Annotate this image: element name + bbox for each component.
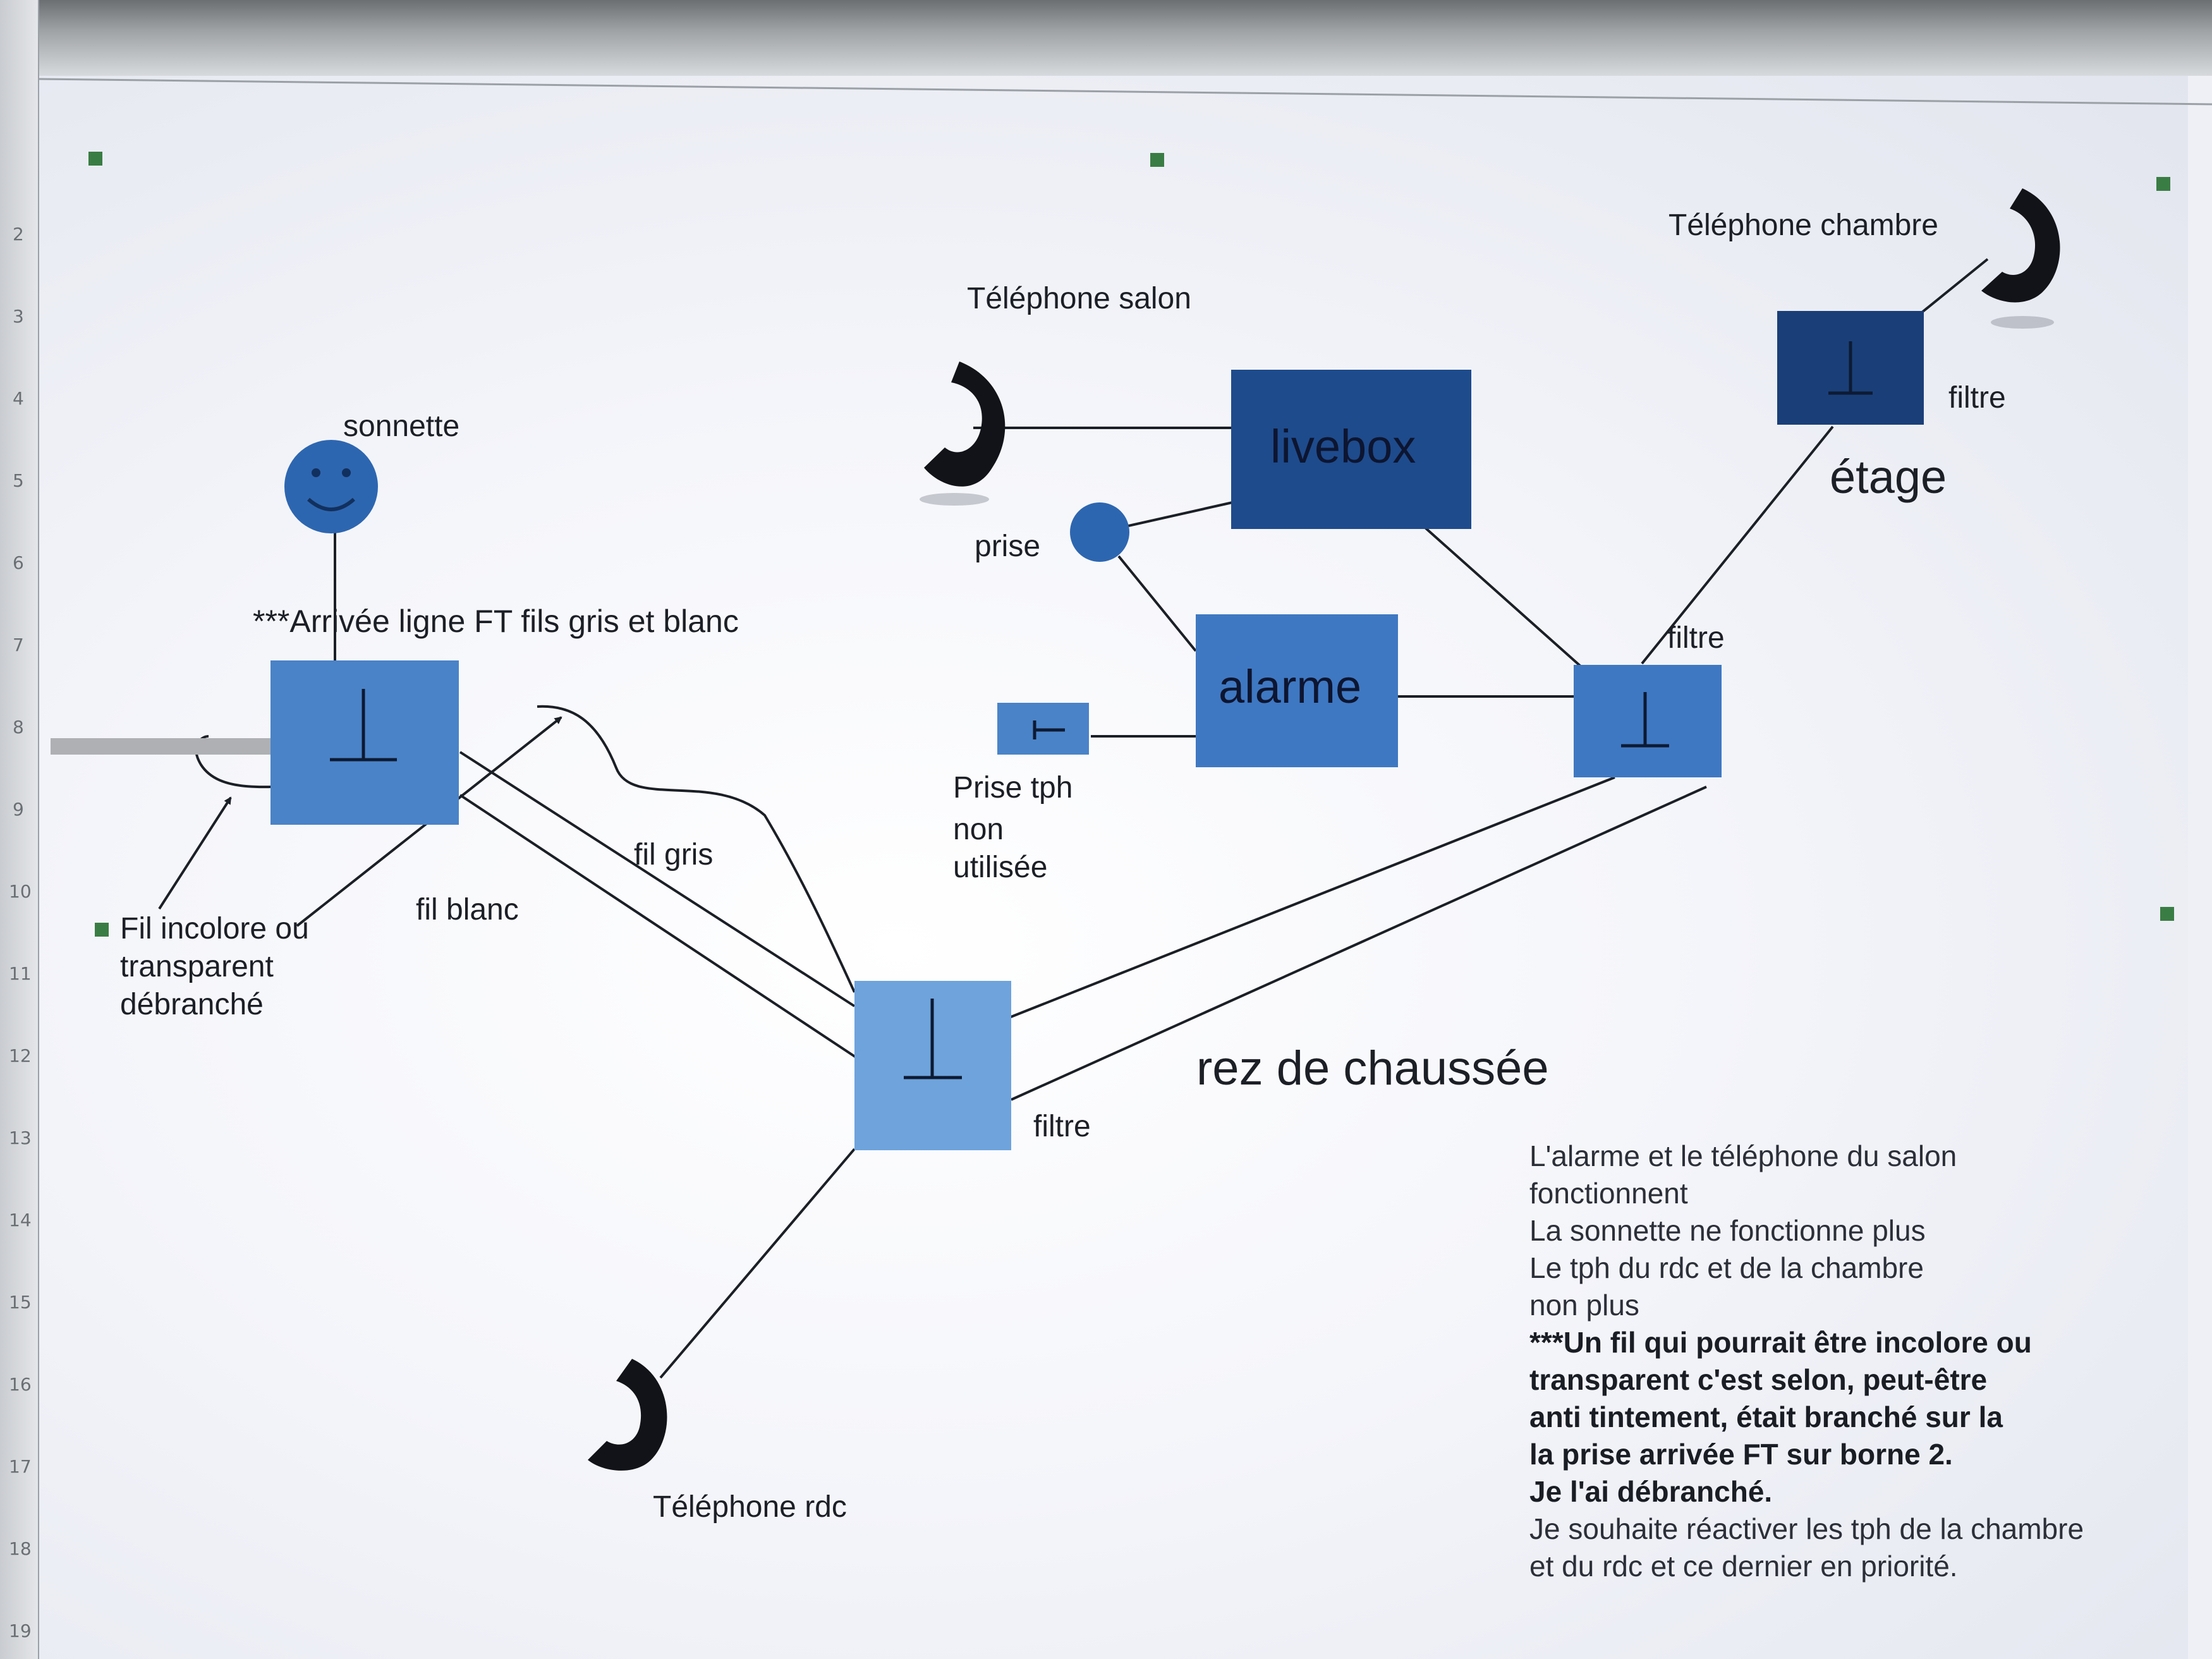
selection-handle[interactable] bbox=[95, 923, 109, 937]
ruler-tick: 9 bbox=[13, 799, 24, 820]
note-bold-line: Je l'ai débranché. bbox=[1529, 1475, 1773, 1508]
note-line: fonctionnent bbox=[1529, 1177, 1688, 1210]
line-rdc-filtre-2 bbox=[1011, 786, 1707, 1101]
livebox-box[interactable] bbox=[1231, 370, 1471, 529]
label-telephone-chambre: Téléphone chambre bbox=[1668, 209, 1938, 242]
filtre-symbol-arrivee bbox=[330, 689, 397, 762]
ruler-tick: 3 bbox=[13, 306, 24, 327]
arrow-fil-incolore bbox=[158, 796, 232, 910]
ruler-tick: 18 bbox=[9, 1538, 32, 1559]
line-rdc-filtre-1 bbox=[1006, 776, 1615, 1020]
disconnected-wire bbox=[51, 738, 279, 755]
label-fil-incolore: Fil incolore ou bbox=[120, 912, 309, 945]
label-arrivee-ligne: ***Arrivée ligne FT fils gris et blanc bbox=[253, 604, 739, 639]
label-debranche: débranché bbox=[120, 988, 264, 1021]
label-transparent: transparent bbox=[120, 950, 274, 983]
label-etage: étage bbox=[1830, 451, 1947, 503]
selection-handles[interactable] bbox=[88, 152, 2174, 937]
selection-handle[interactable] bbox=[2160, 907, 2174, 921]
note-line: non plus bbox=[1529, 1289, 1639, 1322]
ruler-tick: 19 bbox=[9, 1620, 32, 1641]
filtre-symbol-rdc bbox=[904, 999, 962, 1079]
line-fil-gris bbox=[459, 751, 856, 1007]
telephone-salon-icon bbox=[920, 362, 1006, 506]
prise-circle[interactable] bbox=[1070, 502, 1129, 562]
label-prise-tph-non: non bbox=[953, 813, 1004, 846]
ruler-tick: 15 bbox=[9, 1292, 32, 1313]
connection-lines bbox=[158, 258, 1989, 1379]
ruler-tick: 5 bbox=[13, 470, 24, 491]
label-prise: prise bbox=[975, 530, 1040, 563]
filtre-symbol-etage bbox=[1828, 341, 1873, 395]
line-filtre-etage bbox=[1641, 425, 1834, 665]
label-filtre-rdc: filtre bbox=[1033, 1110, 1091, 1143]
selection-handle[interactable] bbox=[1150, 153, 1164, 167]
label-alarme: alarme bbox=[1218, 660, 1361, 713]
label-fil-gris: fil gris bbox=[634, 838, 713, 872]
label-prise-tph-utilisee: utilisée bbox=[953, 851, 1047, 884]
telephone-rdc-icon bbox=[588, 1359, 667, 1471]
vertical-ruler bbox=[0, 0, 39, 1659]
label-sonnette: sonnette bbox=[343, 410, 459, 443]
ruler-tick: 17 bbox=[9, 1456, 32, 1477]
label-telephone-salon: Téléphone salon bbox=[967, 282, 1191, 315]
line-prise-alarme bbox=[1117, 555, 1197, 652]
line-etage-chambre bbox=[1920, 258, 1989, 314]
note-line: L'alarme et le téléphone du salon bbox=[1529, 1139, 1957, 1172]
line-fil-blanc bbox=[459, 794, 862, 1062]
label-telephone-rdc: Téléphone rdc bbox=[653, 1490, 847, 1524]
note-line: Je souhaite réactiver les tph de la cham… bbox=[1529, 1512, 2084, 1545]
telephone-chambre-icon bbox=[1981, 188, 2060, 329]
note-line: La sonnette ne fonctionne plus bbox=[1529, 1214, 1926, 1247]
ruler-tick: 8 bbox=[13, 717, 24, 738]
ruler-tick: 12 bbox=[9, 1045, 32, 1066]
note-line: Le tph du rdc et de la chambre bbox=[1529, 1251, 1924, 1284]
label-rez-de-chaussee: rez de chaussée bbox=[1196, 1042, 1549, 1095]
label-livebox: livebox bbox=[1270, 420, 1416, 473]
ruler-tick: 16 bbox=[9, 1374, 32, 1395]
ruler-tick: 4 bbox=[13, 388, 24, 409]
label-fil-blanc: fil blanc bbox=[416, 893, 519, 927]
filter-symbols bbox=[330, 341, 1873, 1079]
alarme-box[interactable] bbox=[1196, 614, 1398, 767]
note-bold-line: anti tintement, était branché sur la bbox=[1529, 1401, 2003, 1433]
selection-handle[interactable] bbox=[88, 152, 102, 166]
window-top-bar bbox=[0, 0, 2212, 76]
label-filtre-alarme: filtre bbox=[1667, 621, 1725, 655]
filtre-alarme-box[interactable] bbox=[1574, 665, 1722, 777]
line-rdc-telephone bbox=[659, 1148, 856, 1379]
ruler-tick: 7 bbox=[13, 635, 24, 655]
prise-tph-symbol bbox=[1033, 720, 1065, 739]
ruler-tick: 13 bbox=[9, 1127, 32, 1148]
line-prise-livebox bbox=[1119, 501, 1233, 529]
page-edge bbox=[39, 78, 2212, 106]
ruler-tick: 11 bbox=[9, 963, 32, 984]
note-bold-line: ***Un fil qui pourrait être incolore ou bbox=[1529, 1326, 2032, 1359]
note-bold-line: transparent c'est selon, peut-être bbox=[1529, 1363, 1988, 1396]
selection-handle[interactable] bbox=[2156, 177, 2170, 191]
notes-text-block: L'alarme et le téléphone du salon foncti… bbox=[1529, 1138, 2199, 1585]
note-bold-line: la prise arrivée FT sur borne 2. bbox=[1529, 1438, 1953, 1471]
ruler-tick: 6 bbox=[13, 552, 24, 573]
note-line: et du rdc et ce dernier en priorité. bbox=[1529, 1550, 1958, 1583]
ruler-tick: 10 bbox=[9, 881, 32, 902]
ruler-ticks: 2 3 4 5 6 7 8 9 10 11 12 13 14 15 16 17 … bbox=[9, 224, 32, 1641]
filtre-symbol-alarme bbox=[1621, 692, 1669, 748]
ruler-tick: 14 bbox=[9, 1210, 32, 1231]
line-livebox-filtre bbox=[1424, 526, 1600, 684]
ruler-tick: 2 bbox=[13, 224, 24, 245]
wavy-wire bbox=[537, 705, 856, 993]
label-prise-tph: Prise tph bbox=[953, 771, 1073, 805]
sonnette-icon bbox=[284, 440, 378, 533]
label-filtre-etage: filtre bbox=[1948, 381, 2006, 415]
